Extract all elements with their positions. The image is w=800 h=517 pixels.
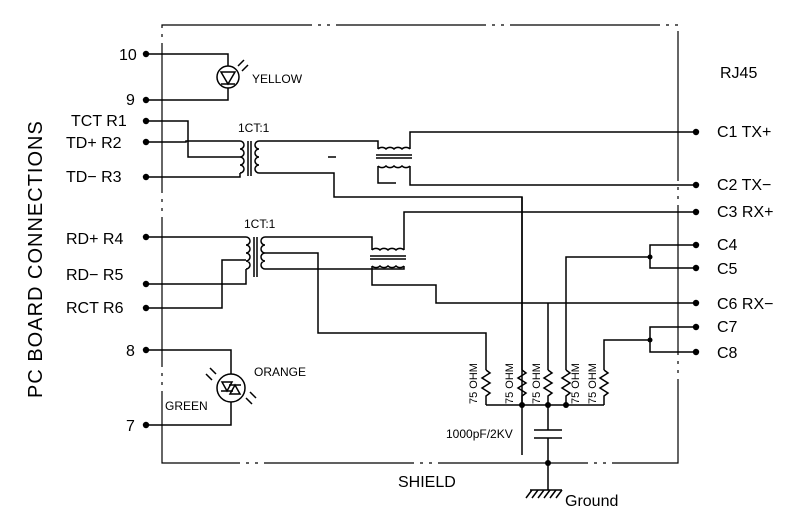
pin-c8-label: C8 [717,345,738,362]
shield-label: SHIELD [398,474,456,491]
pin-c6-label: C6 RX− [717,296,773,313]
capacitor-label: 1000pF/2KV [446,427,513,441]
led-green-label: GREEN [165,399,208,413]
pin-c3-label: C3 RX+ [717,204,773,221]
ground-icon [525,489,563,499]
bicolor-led [146,349,257,426]
pin-c1-label: C1 TX+ [717,124,771,141]
resistor-2-label: 75 OHM [504,363,516,404]
top-channel-wires [146,120,696,455]
pin-c5-label: C5 [717,261,738,278]
resistor-3-label: 75 OHM [531,363,543,404]
termination-wires [521,197,696,370]
bottom-channel-wires [146,211,696,370]
capacitor [534,405,562,490]
resistor-network [480,369,610,408]
transformer-bottom [245,236,406,277]
led-yellow-label: YELLOW [252,72,303,86]
pin-r5-label: RD− R5 [66,267,123,284]
pin-r4-label: RD+ R4 [66,231,123,248]
pin-r6-label: RCT R6 [66,300,124,317]
yellow-led [146,53,249,101]
transformer-bottom-label: 1CT:1 [244,217,276,231]
shield-outline [161,24,679,464]
pin-r1-label: TCT R1 [71,113,127,130]
pin-9-label: 9 [126,92,135,109]
pin-c2-label: C2 TX− [717,177,771,194]
resistor-4-label: 75 OHM [570,363,582,404]
led-orange-label: ORANGE [254,365,306,379]
pin-7-label: 7 [126,418,135,435]
pin-10-label: 10 [119,47,137,64]
ground-label: Ground [565,493,618,510]
pin-8-label: 8 [126,343,135,360]
transformer-top-label: 1CT:1 [238,121,270,135]
side-title: PC BOARD CONNECTIONS [25,120,47,398]
pin-r3-label: TD− R3 [66,169,122,186]
transformer-top [239,140,412,176]
pin-c4-label: C4 [717,237,738,254]
connector-name: RJ45 [720,65,757,82]
resistor-1-label: 75 OHM [468,363,480,404]
pin-c7-label: C7 [717,319,738,336]
pin-r2-label: TD+ R2 [66,135,122,152]
resistor-5-label: 75 OHM [587,363,599,404]
